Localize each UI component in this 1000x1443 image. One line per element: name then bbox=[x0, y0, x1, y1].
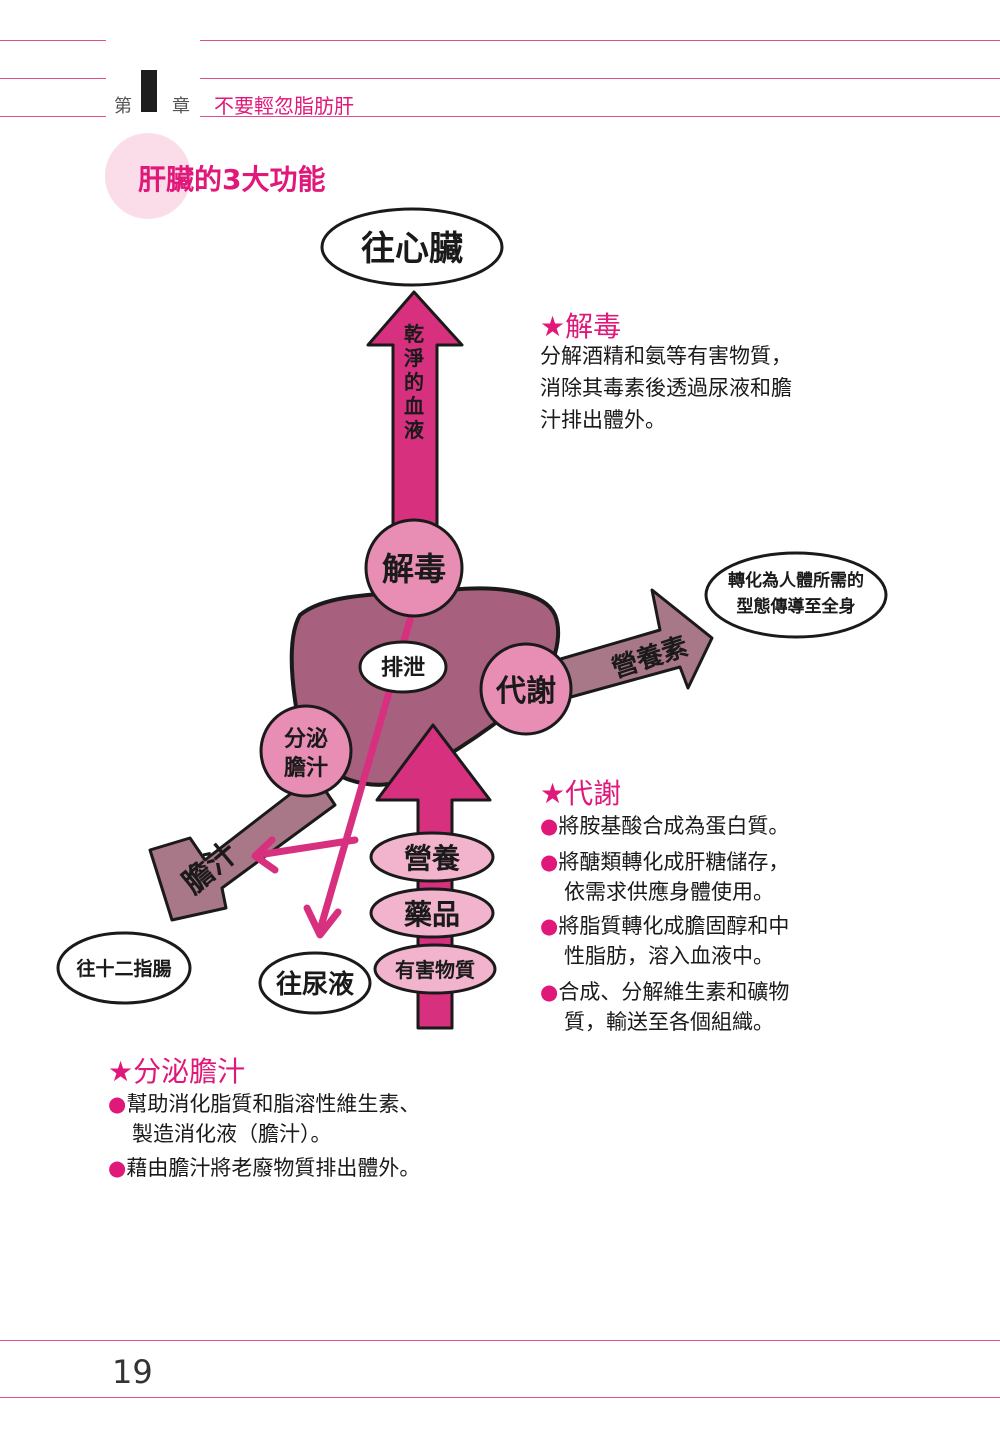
clean-blood-label: 乾淨的血液 bbox=[401, 322, 427, 442]
metabolism-info-title: ★代謝 bbox=[540, 772, 621, 812]
detox-info-line-2: 消除其毒素後透過尿液和膽 bbox=[540, 372, 792, 404]
bullet-dot: ● bbox=[108, 1092, 126, 1116]
metabolism-item-1-text: 將胺基酸合成為蛋白質。 bbox=[558, 814, 789, 838]
metabolism-item-1: ●將胺基酸合成為蛋白質。 bbox=[540, 810, 789, 842]
bile-item-2: ●藉由膽汁將老廢物質排出體外。 bbox=[108, 1152, 420, 1184]
to-urine-label: 往尿液 bbox=[276, 969, 354, 1000]
bile-item-1-text: 幫助消化脂質和脂溶性維生素、 bbox=[126, 1092, 420, 1116]
bile-item-2-text: 藉由膽汁將老廢物質排出體外。 bbox=[126, 1156, 420, 1180]
metabolism-item-4-text: 合成、分解維生素和礦物 bbox=[558, 980, 789, 1004]
to-heart-label: 往心臟 bbox=[361, 229, 463, 269]
to-body-label-line2: 型態傳導至全身 bbox=[737, 596, 856, 617]
footer-rule-top bbox=[0, 1340, 1000, 1341]
to-duodenum-label: 往十二指腸 bbox=[76, 957, 171, 980]
metabolism-item-3-cont: 性脂肪，溶入血液中。 bbox=[564, 940, 774, 972]
bile-info-title: ★分泌膽汁 bbox=[108, 1050, 245, 1090]
bullet-dot: ● bbox=[108, 1156, 126, 1180]
secrete-bile-label-line2: 膽汁 bbox=[284, 755, 328, 781]
harmful-label: 有害物質 bbox=[395, 958, 475, 982]
bullet-dot: ● bbox=[540, 850, 558, 874]
metabolism-item-2: ●將醣類轉化成肝糖儲存， bbox=[540, 846, 789, 878]
footer-rule-bottom bbox=[0, 1397, 1000, 1398]
metabolism-circle-label: 代謝 bbox=[495, 674, 556, 709]
to-body-label-line1: 轉化為人體所需的 bbox=[728, 570, 864, 591]
metabolism-item-2-text: 將醣類轉化成肝糖儲存， bbox=[558, 850, 789, 874]
bile-item-1: ●幫助消化脂質和脂溶性維生素、 bbox=[108, 1088, 420, 1120]
bullet-dot: ● bbox=[540, 914, 558, 938]
detox-info-line-3: 汁排出體外。 bbox=[540, 404, 666, 436]
metabolism-item-3-text: 將脂質轉化成膽固醇和中 bbox=[558, 914, 789, 938]
metabolism-item-3: ●將脂質轉化成膽固醇和中 bbox=[540, 910, 789, 942]
excretion-label: 排泄 bbox=[381, 656, 425, 681]
secrete-bile-label-line1: 分泌 bbox=[284, 726, 328, 752]
page-number: 19 bbox=[112, 1353, 153, 1391]
nutrition-label: 營養 bbox=[404, 842, 460, 875]
drugs-label: 藥品 bbox=[403, 898, 460, 931]
bullet-dot: ● bbox=[540, 814, 558, 838]
bile-item-1-cont: 製造消化液（膽汁）。 bbox=[132, 1118, 332, 1150]
metabolism-item-4-cont: 質，輸送至各個組織。 bbox=[564, 1006, 774, 1038]
metabolism-item-4: ●合成、分解維生素和礦物 bbox=[540, 976, 789, 1008]
detox-info-line-1: 分解酒精和氨等有害物質， bbox=[540, 340, 792, 372]
detox-circle-label: 解毒 bbox=[382, 550, 446, 588]
metabolism-item-2-cont: 依需求供應身體使用。 bbox=[564, 876, 774, 908]
detox-info-title: ★解毒 bbox=[540, 305, 621, 345]
to-body-oval bbox=[706, 553, 886, 637]
bullet-dot: ● bbox=[540, 980, 558, 1004]
